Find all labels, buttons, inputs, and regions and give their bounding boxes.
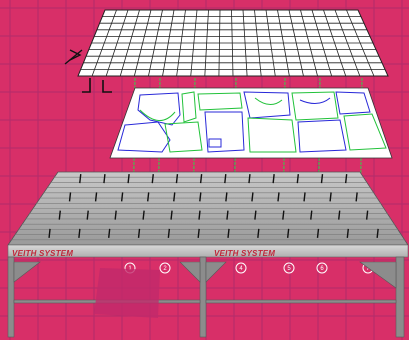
- suction-pin: [227, 211, 228, 220]
- suction-pin: [143, 211, 144, 220]
- suction-pin: [339, 211, 340, 220]
- suction-pin: [278, 192, 279, 201]
- suction-pin: [258, 229, 259, 238]
- suction-pin: [311, 211, 312, 220]
- suction-pin: [283, 211, 284, 220]
- suction-pin: [122, 192, 123, 201]
- suction-pin: [79, 229, 80, 238]
- suction-pin: [59, 211, 60, 220]
- suction-pin: [70, 192, 71, 201]
- suction-pin: [176, 174, 177, 183]
- frame-leg-center: [200, 257, 206, 337]
- suction-pin: [273, 174, 274, 183]
- suction-pin: [80, 174, 81, 183]
- suction-pin: [198, 229, 199, 238]
- suction-pin: [321, 174, 322, 183]
- suction-pin: [152, 174, 153, 183]
- suction-pin: [168, 229, 169, 238]
- suction-pin: [115, 211, 116, 220]
- brand-label-left: VEITH SYSTEM: [12, 249, 73, 258]
- suction-pin: [249, 174, 250, 183]
- suction-pin: [226, 192, 227, 201]
- suction-pin: [109, 229, 110, 238]
- suction-pin: [104, 174, 105, 183]
- suction-pin: [317, 229, 318, 238]
- suction-pin: [255, 211, 256, 220]
- suction-pin: [356, 192, 357, 201]
- suction-pin: [87, 211, 88, 220]
- suction-pin: [297, 174, 298, 183]
- suction-pin: [252, 192, 253, 201]
- suction-pin: [377, 229, 378, 238]
- suction-pin: [347, 229, 348, 238]
- suction-pin: [171, 211, 172, 220]
- suction-pin: [201, 174, 202, 183]
- suction-pin: [49, 229, 50, 238]
- suction-pin: [199, 211, 200, 220]
- frame-leg-left: [8, 257, 14, 337]
- suction-pin: [174, 192, 175, 201]
- suction-pin: [139, 229, 140, 238]
- suction-pin: [96, 192, 97, 201]
- suction-pin: [346, 174, 347, 183]
- frame-rail-right: [206, 300, 396, 303]
- suction-pin: [330, 192, 331, 201]
- suction-pin: [304, 192, 305, 201]
- suction-pin: [128, 174, 129, 183]
- suction-pin: [148, 192, 149, 201]
- suction-pin: [367, 211, 368, 220]
- frame-leg-right: [396, 257, 404, 337]
- brand-label-right: VEITH SYSTEM: [214, 249, 275, 258]
- suction-pin: [200, 192, 201, 201]
- floor-shadow-panel: [94, 268, 160, 318]
- suction-pin: [228, 229, 229, 238]
- suction-pin: [288, 229, 289, 238]
- suction-pin: [225, 174, 226, 183]
